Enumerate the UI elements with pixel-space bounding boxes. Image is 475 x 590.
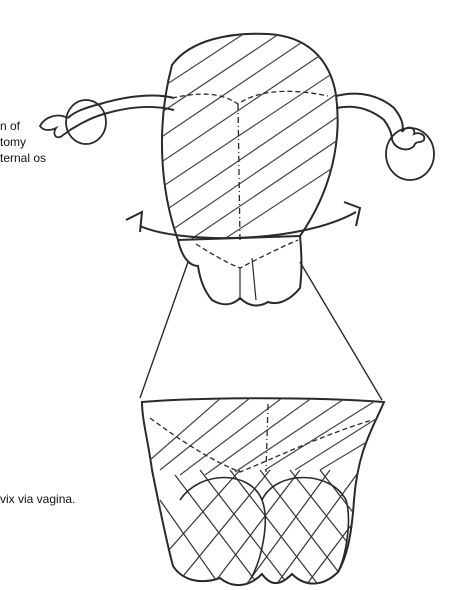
internal-os-dashed: [196, 240, 298, 268]
cervix-view-outline: [142, 398, 384, 585]
cervix-view-dashed: [150, 418, 372, 472]
right-adnexa: [336, 94, 434, 180]
arrow-head-left: [126, 212, 142, 232]
cervix-view-crosshatch: [150, 463, 395, 590]
right-tube-upper: [336, 94, 403, 132]
projection-line-left: [140, 262, 188, 398]
uterine-body-outline: [162, 34, 338, 240]
cervix-right-lobe: [262, 478, 348, 573]
cervix-view: [142, 390, 395, 590]
cervix-view-hatching: [150, 390, 395, 475]
transection-arrow: [126, 202, 360, 238]
projection-line-right: [300, 262, 382, 400]
canal-line-2: [252, 258, 256, 300]
left-tube-lower: [70, 107, 174, 130]
left-adnexa: [40, 96, 174, 144]
cavity-midline-dashed: [238, 104, 240, 240]
uterine-body: [120, 5, 360, 255]
lower-segment: [178, 236, 302, 305]
right-ovary: [386, 128, 434, 180]
right-tube-lower: [336, 107, 392, 140]
cervix-view-midline: [266, 404, 268, 472]
